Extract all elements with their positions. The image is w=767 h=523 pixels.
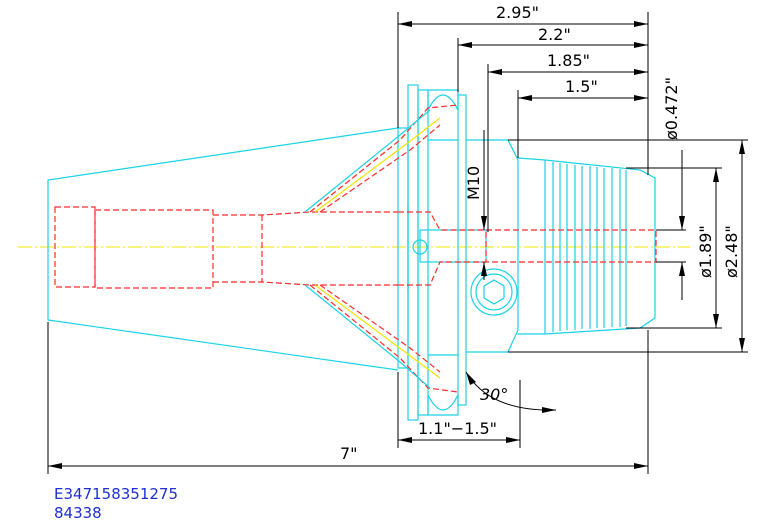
dim-angle-label: 30° — [480, 385, 508, 404]
part-code-line2: 84338 — [54, 504, 102, 522]
dim-angle: 30° — [465, 371, 557, 413]
dim-2-2-label: 2.2" — [538, 25, 571, 44]
dim-range-label: 1.1"−1.5" — [418, 419, 497, 438]
dim-dia-0-472: ø0.472" — [656, 77, 686, 300]
hidden-lines — [54, 104, 657, 393]
set-screw — [470, 268, 518, 316]
dim-dia-2-48-label: ø2.48" — [722, 225, 741, 278]
dim-range: 1.1"−1.5" — [397, 372, 521, 448]
dim-1-85-label: 1.85" — [547, 51, 590, 70]
dim-2-95: 2.95" — [397, 3, 649, 175]
flange — [397, 84, 467, 421]
dim-overall: 7" — [47, 322, 649, 474]
dim-dia-1-89-label: ø1.89" — [696, 225, 715, 278]
dim-overall-label: 7" — [340, 444, 358, 463]
dim-1-85: 1.85" — [487, 51, 648, 232]
taper-shank — [47, 127, 399, 371]
dim-dia-1-89: ø1.89" — [626, 167, 722, 329]
dim-m10: M10 — [464, 130, 487, 280]
dim-dia-0-472-label: ø0.472" — [662, 77, 681, 140]
dim-1-5: 1.5" — [517, 77, 648, 158]
nose-body — [412, 139, 656, 353]
dim-1-5-label: 1.5" — [565, 77, 598, 96]
dim-2-2: 2.2" — [457, 25, 648, 92]
dim-dia-2-48: ø2.48" — [508, 139, 748, 353]
dim-m10-label: M10 — [464, 166, 483, 200]
dim-2-95-label: 2.95" — [496, 3, 539, 22]
part-code-line1: E347158351275 — [54, 485, 178, 503]
cone-flanks — [304, 109, 441, 389]
